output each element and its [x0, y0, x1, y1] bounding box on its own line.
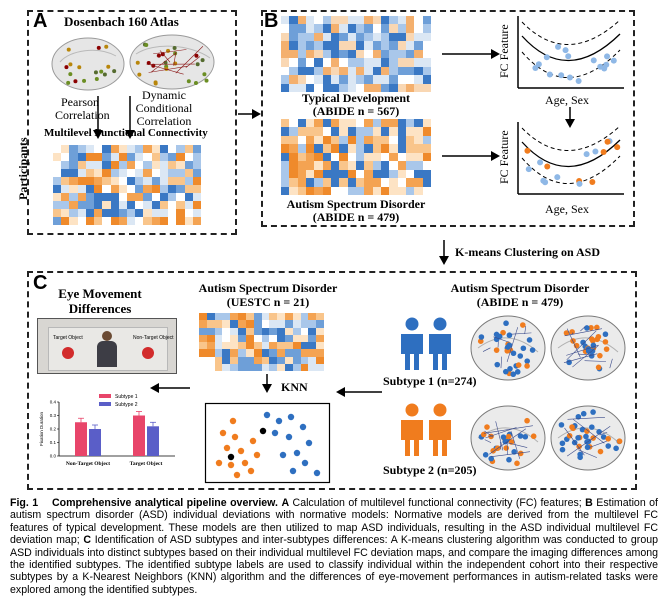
- knn-point: [230, 418, 236, 424]
- knn-point: [300, 424, 306, 430]
- right-toy: [142, 347, 154, 359]
- left-toy: [62, 347, 74, 359]
- knn-point: [294, 450, 300, 456]
- abide-n: (ABIDE n = 479): [440, 295, 600, 310]
- caption-b: B: [585, 497, 593, 509]
- y-tick-label: 0.2: [50, 427, 57, 432]
- caption-c: C: [83, 534, 91, 546]
- td-heatmap: [281, 16, 431, 92]
- mfc-heatmap: [53, 145, 201, 225]
- target-object-tag: Target Object: [53, 335, 83, 341]
- subtype1-people-icon: [398, 316, 460, 372]
- caption-a: A: [281, 497, 289, 509]
- pearson-label: Pearson Correlation: [55, 96, 105, 122]
- figure-caption: Fig. 1 Comprehensive analytical pipeline…: [10, 497, 658, 596]
- knn-point: [276, 418, 282, 424]
- subtype2-people-icon: [398, 402, 460, 458]
- x-tick-label: Non-Target Object: [66, 461, 110, 467]
- knn-point: [280, 452, 286, 458]
- knn-point: [232, 434, 238, 440]
- knn-point: [234, 472, 240, 478]
- arrow-to-knn: [262, 374, 272, 394]
- mfc-title: Multilevel Functional Connectivity: [44, 127, 208, 139]
- knn-point: [242, 460, 248, 466]
- participants-label: Participants: [16, 137, 31, 200]
- asd-n: (ABIDE n = 479): [281, 210, 431, 225]
- legend-label: Subtype 2: [115, 402, 138, 408]
- bar: [133, 416, 145, 457]
- bar: [147, 426, 159, 456]
- knn-point: [302, 460, 308, 466]
- kmeans-label: K-means Clustering on ASD: [455, 245, 600, 260]
- knn-point: [264, 412, 270, 418]
- knn-point: [290, 468, 296, 474]
- td-n: (ABIDE n = 567): [281, 104, 431, 119]
- knn-label: KNN: [281, 380, 308, 395]
- arrow-asd-to-model: [442, 150, 502, 162]
- knn-point: [228, 462, 234, 468]
- arrow-td-to-model: [442, 48, 502, 60]
- norm-bot-xlabel: Age, Sex: [545, 202, 589, 217]
- knn-point: [314, 470, 320, 476]
- atlas-title: Dosenbach 160 Atlas: [64, 14, 179, 30]
- arrow-to-eye: [150, 382, 190, 394]
- legend-swatch: [99, 402, 111, 406]
- deviation-plot: [512, 122, 624, 200]
- y-tick-label: 0.3: [50, 413, 57, 418]
- abide-title: Autism Spectrum Disorder: [440, 281, 600, 296]
- dynamic-label: Dynamic Conditional Correlation: [128, 89, 200, 128]
- knn-point: [248, 468, 254, 474]
- uestc-title: Autism Spectrum Disorder: [188, 281, 348, 296]
- arrow-a-to-b: [238, 108, 262, 120]
- uestc-heatmap: [199, 313, 324, 371]
- legend-label: Subtype 1: [115, 394, 138, 400]
- subtype2-brain-map: [470, 402, 630, 478]
- knn-point: [286, 434, 292, 440]
- caption-a-text: Calculation of multilevel functional con…: [289, 497, 585, 509]
- norm-top-xlabel: Age, Sex: [545, 93, 589, 108]
- panel-b-label: B: [264, 10, 278, 33]
- normative-model-plot: [512, 16, 624, 94]
- asd-heatmap: [281, 119, 431, 195]
- knn-point: [224, 445, 230, 451]
- nontarget-object-tag: Non-Target Object: [133, 335, 174, 341]
- y-tick-label: 0.4: [50, 400, 57, 405]
- legend-swatch: [99, 394, 111, 398]
- uestc-n: (UESTC n = 21): [188, 295, 348, 310]
- arrow-kmeans: [439, 240, 449, 266]
- knn-point: [288, 414, 294, 420]
- knn-point: [220, 430, 226, 436]
- knn-point: [306, 440, 312, 446]
- brain-atlas-illustration: [50, 32, 220, 94]
- panel-c-label: C: [33, 272, 47, 295]
- norm-top-ylabel: FC Feature: [497, 24, 512, 78]
- x-tick-label: Target Object: [130, 461, 163, 467]
- knn-point: [272, 430, 278, 436]
- caption-fig: Fig. 1: [10, 497, 38, 509]
- y-axis-label: Fixation Duration: [39, 412, 44, 447]
- caption-title: Comprehensive analytical pipeline overvi…: [52, 497, 278, 509]
- arrow-subtype-to-knn: [336, 386, 382, 398]
- bar: [89, 429, 101, 456]
- subtype1-brain-map: [470, 312, 630, 388]
- knn-point: [238, 448, 244, 454]
- knn-point: [216, 460, 222, 466]
- knn-point: [254, 452, 260, 458]
- subtype1-label: Subtype 1 (n=274): [383, 374, 477, 389]
- y-tick-label: 0.1: [50, 440, 57, 445]
- eye-tracking-photo: Target Object Non-Target Object: [37, 318, 177, 374]
- knn-point: [228, 454, 234, 460]
- subtype2-label: Subtype 2 (n=205): [383, 463, 477, 478]
- norm-bot-ylabel: FC Feature: [497, 130, 512, 184]
- bar: [75, 422, 87, 456]
- knn-point: [250, 438, 256, 444]
- knn-scatter: [205, 403, 330, 483]
- panel-a-label: A: [33, 10, 47, 33]
- y-tick-label: 0.0: [50, 454, 57, 459]
- caption-c-text: Identification of ASD subtypes and inter…: [10, 534, 658, 596]
- knn-point: [260, 428, 266, 434]
- person-figure: [96, 331, 118, 367]
- eye-title: Eye Movement Differences: [48, 286, 152, 316]
